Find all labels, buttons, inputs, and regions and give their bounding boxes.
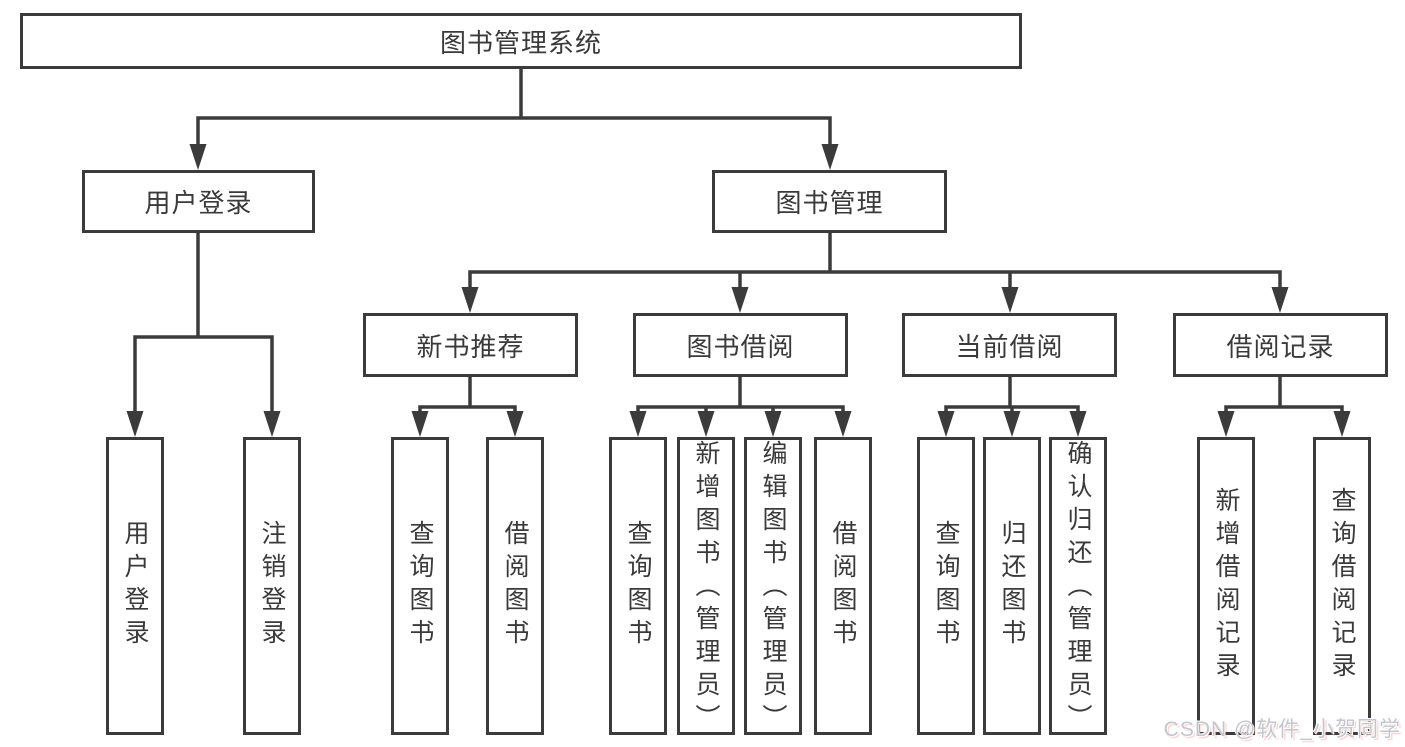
- node-borrowing-records: 借阅记录: [1173, 313, 1388, 377]
- node-book-borrowing: 图书借阅: [633, 313, 848, 377]
- leaf-confirm-return-admin: 确认归还（管理员）: [1049, 437, 1107, 737]
- leaf-add-borrow-record: 新增借阅记录: [1197, 437, 1255, 735]
- leaf-query-books-current: 查询图书: [917, 437, 975, 735]
- node-current-borrowing: 当前借阅: [902, 313, 1117, 377]
- leaf-query-books-newbook: 查询图书: [391, 437, 449, 735]
- leaf-borrow-books-borrowing: 借阅图书: [814, 437, 872, 735]
- leaf-return-books: 归还图书: [983, 437, 1041, 735]
- leaf-borrow-books-newbook: 借阅图书: [486, 437, 544, 735]
- leaf-edit-book-admin: 编辑图书（管理员）: [744, 437, 802, 737]
- leaf-query-borrow-record: 查询借阅记录: [1313, 437, 1371, 735]
- node-book-management: 图书管理: [712, 170, 947, 233]
- node-library-system: 图书管理系统: [20, 13, 1022, 69]
- csdn-watermark: CSDN @软件_小贺同学: [1163, 718, 1401, 741]
- arrowheads: [126, 144, 1351, 437]
- node-new-book-recommend: 新书推荐: [363, 313, 578, 377]
- leaf-add-book-admin: 新增图书（管理员）: [677, 437, 735, 737]
- node-user-login: 用户登录: [82, 170, 315, 233]
- leaf-user-login: 用户登录: [106, 437, 164, 735]
- leaf-logout-login: 注销登录: [243, 437, 301, 735]
- leaf-query-books-borrowing: 查询图书: [609, 437, 667, 735]
